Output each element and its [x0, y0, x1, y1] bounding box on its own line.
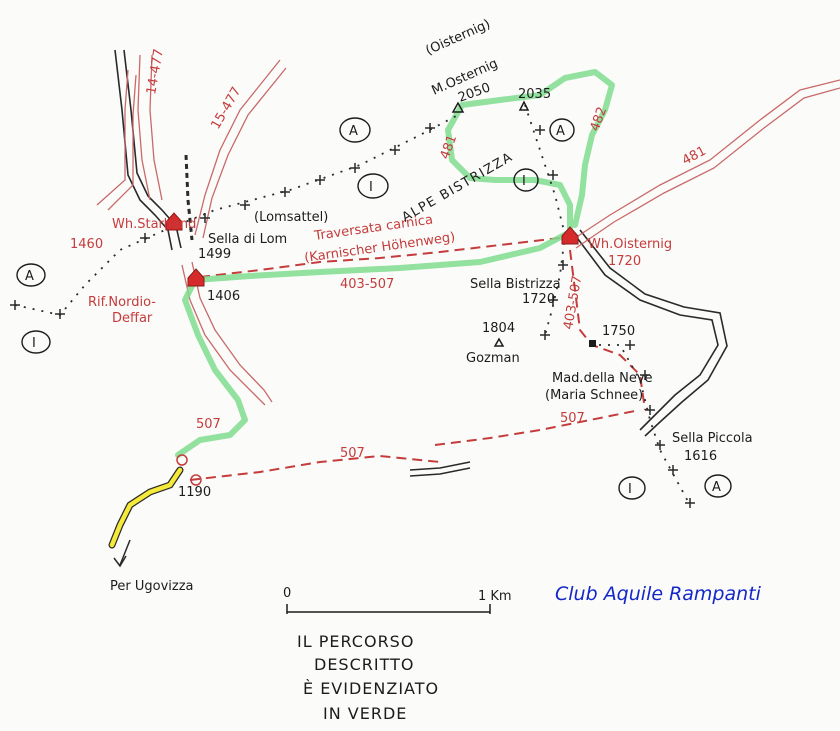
elevation-label: 1616: [684, 449, 717, 464]
area-name: ALPE BISTRIZZA: [400, 150, 516, 226]
border-markers: [16, 117, 732, 500]
trail-number: 481: [680, 144, 709, 169]
chapel-alt-name: (Maria Schnee): [545, 388, 643, 403]
border-crosses: [10, 123, 695, 508]
marker-a: A: [556, 124, 565, 139]
credit-label: Club Aquile Rampanti: [555, 583, 762, 605]
marker-i: I: [628, 482, 632, 497]
marker-a: A: [712, 480, 721, 495]
elevation-label: 1720: [522, 292, 555, 307]
elevation-label: 1499: [198, 247, 231, 262]
hut-name: Rif.Nordio-: [88, 295, 156, 310]
marker-i: I: [369, 180, 373, 195]
junction-icon: [176, 340, 596, 486]
note-line: IN VERDE: [323, 704, 407, 723]
marker-i: I: [522, 174, 526, 189]
hut-name: Wh.Starhand: [112, 217, 196, 232]
elevation-label: 1750: [602, 324, 635, 339]
peak-alt-name: (Oisternig): [424, 17, 493, 59]
elevation-label: 1190: [178, 485, 211, 500]
hut-icon: [165, 212, 579, 287]
pass-alt-name: (Lomsattel): [254, 210, 328, 225]
summit-elevation: 2035: [518, 87, 551, 102]
pass-name: Sella Piccola: [672, 431, 753, 446]
trail-number: 507: [340, 446, 365, 461]
note-line: È EVIDENZIATO: [303, 679, 439, 698]
pass-name: Sella Bistrizza: [470, 277, 561, 292]
destination-label: Per Ugovizza: [110, 579, 194, 594]
elevation-label: 1804: [482, 321, 515, 336]
trail-number: 14-477: [144, 48, 167, 96]
marker-i: I: [32, 336, 36, 351]
scale-km: 1 Km: [478, 589, 512, 604]
scale-bar: [286, 604, 491, 614]
elevation-label: 1406: [207, 289, 240, 304]
trail-number: 15-477: [208, 85, 244, 132]
elevation-label: 1460: [70, 237, 103, 252]
chapel-name: Mad.della Neve: [552, 371, 653, 386]
highlighted-route: [175, 69, 615, 458]
hut-name: Deffar: [112, 311, 153, 326]
trail-number: 507: [196, 417, 221, 432]
note-line: DESCRITTO: [314, 655, 414, 674]
trail-number: 403-507: [561, 275, 585, 331]
peak-name: Gozman: [466, 351, 520, 366]
trail-number: 481: [438, 133, 461, 161]
note-line: IL PERCORSO: [297, 632, 414, 651]
pass-name: Sella di Lom: [208, 232, 287, 247]
road-to-ugovizza: [108, 466, 184, 568]
marker-a: A: [25, 269, 34, 284]
trail-number: 482: [588, 105, 611, 133]
roads: [114, 49, 728, 477]
marker-a: A: [349, 124, 358, 139]
trail-number: 507: [560, 411, 585, 426]
elevation-label: 1720: [608, 254, 641, 269]
summit-icon: [451, 100, 530, 347]
scale-zero: 0: [283, 586, 291, 601]
trail-number: 403-507: [340, 277, 394, 292]
hut-name: Wh.Oisternig: [588, 237, 672, 252]
